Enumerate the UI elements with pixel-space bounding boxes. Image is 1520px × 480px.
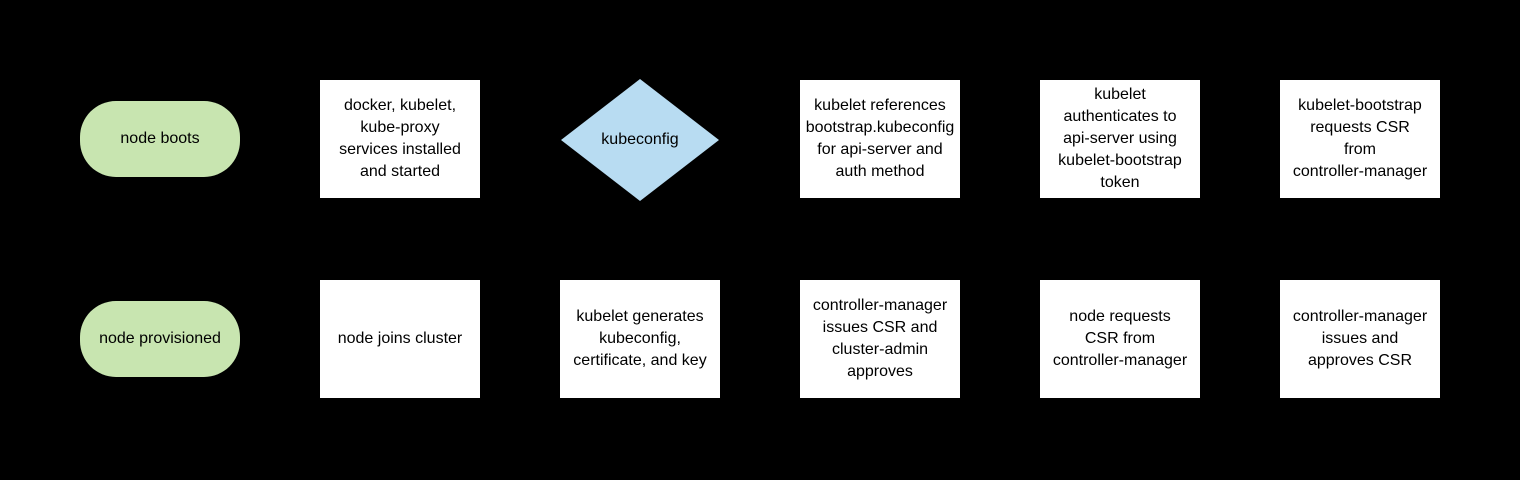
terminator-node-provisioned: node provisioned [80,301,240,377]
node-label: node provisioned [99,330,221,347]
node-label: controller-manager issues and approves C… [1292,308,1428,369]
node-label: kubeconfig [601,131,679,148]
process-kubelet-bootstrap-requests-csr: kubelet-bootstrap requests CSR from cont… [1280,80,1440,198]
process-controller-manager-approves-csr: controller-manager issues and approves C… [1280,280,1440,398]
node-label: kubelet references bootstrap.kubeconfig … [805,97,955,180]
node-label: kubelet-bootstrap requests CSR from cont… [1292,97,1428,180]
node-label: controller-manager issues CSR and cluste… [812,297,948,380]
process-kubelet-authenticates: kubelet authenticates to api-server usin… [1040,80,1200,198]
process-kubelet-references-bootstrap-kubeconfig: kubelet references bootstrap.kubeconfig … [800,80,960,198]
node-label: docker, kubelet, kube-proxy services ins… [339,97,461,180]
node-label: kubelet generates kubeconfig, certificat… [573,308,707,369]
node-label: node boots [120,130,200,147]
process-node-requests-csr: node requests CSR from controller-manage… [1040,280,1200,398]
process-kubelet-generates-kubeconfig: kubelet generates kubeconfig, certificat… [560,280,720,398]
decision-kubeconfig: kubeconfig [561,79,719,201]
node-label: node requests CSR from controller-manage… [1052,308,1188,369]
node-label: kubelet authenticates to api-server usin… [1058,86,1182,191]
process-services-installed: docker, kubelet, kube-proxy services ins… [320,80,480,198]
process-node-joins-cluster: node joins cluster [320,280,480,398]
node-label: node joins cluster [337,330,463,347]
terminator-node-boots: node boots [80,101,240,177]
process-controller-manager-issues-csr: controller-manager issues CSR and cluste… [800,280,960,398]
